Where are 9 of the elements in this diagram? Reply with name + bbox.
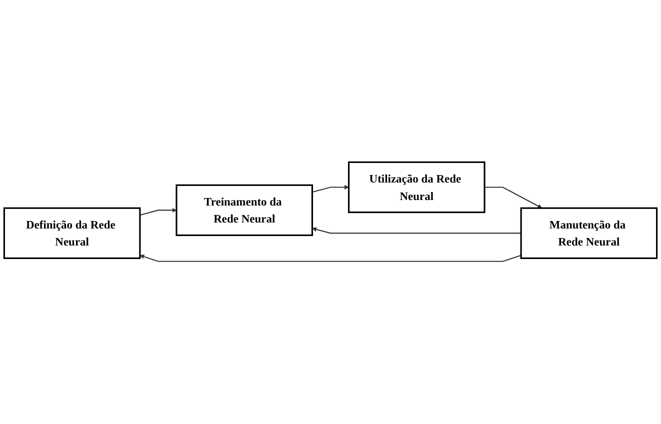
arrow: [140, 254, 522, 262]
arrow: [140, 208, 177, 216]
arrow: [312, 185, 349, 193]
node-box: Utilização da Rede Neural: [348, 162, 486, 214]
node-box: Manutenção da Rede Neural: [520, 208, 658, 260]
arrow: [312, 227, 522, 234]
node-box: Treinamento da Rede Neural: [176, 184, 313, 236]
node-box: Definição da Rede Neural: [3, 208, 141, 260]
arrow: [484, 186, 542, 209]
